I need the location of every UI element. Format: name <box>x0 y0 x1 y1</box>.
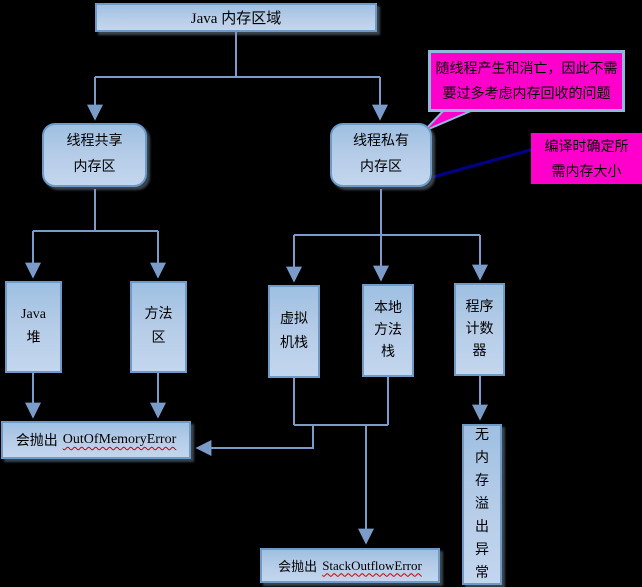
callout-text: 编译时确定所 需内存大小 <box>544 137 629 179</box>
node-java-memory-root: Java 内存区域 <box>95 3 377 32</box>
node-label: Java 堆 <box>21 307 46 346</box>
node-vm-stack: 虚拟 机栈 <box>268 285 320 378</box>
node-native-method-stack: 本地 方法 栈 <box>362 284 414 377</box>
node-label: 线程私有 内存区 <box>353 134 409 175</box>
error-prefix: 会抛出 <box>278 559 318 574</box>
error-name: OutOfMemoryError <box>62 432 177 447</box>
node-label: 虚拟 机栈 <box>280 311 308 351</box>
error-prefix: 会抛出 <box>15 434 58 449</box>
node-label: 程序 计数 器 <box>465 299 494 359</box>
node-label: 方法 区 <box>144 307 173 346</box>
node-stack-outflow-error: 会抛出 StackOutflowError <box>260 548 440 583</box>
callout-pointer-line <box>432 147 535 179</box>
node-label: Java 内存区域 <box>190 11 282 27</box>
node-label: 线程共享 内存区 <box>66 134 123 175</box>
node-java-heap: Java 堆 <box>5 281 62 373</box>
node-out-of-memory-error: 会抛出 OutOfMemoryError <box>1 421 191 459</box>
callout-thread-lifecycle-note: 随线程产生和消亡，因此不需 要过多考虑内存回收的问题 <box>428 50 625 112</box>
error-name: StackOutflowError <box>322 557 422 573</box>
callout-compile-time-note: 编译时确定所 需内存大小 <box>531 133 642 184</box>
node-thread-shared-area: 线程共享 内存区 <box>42 123 147 187</box>
node-pc-register: 程序 计数 器 <box>454 283 505 376</box>
node-label: 无 内 存 溢 出 异 常 <box>475 428 489 581</box>
node-no-memory-overflow: 无 内 存 溢 出 异 常 <box>462 424 502 585</box>
node-method-area: 方法 区 <box>130 281 187 373</box>
callout-text: 随线程产生和消亡，因此不需 要过多考虑内存回收的问题 <box>435 60 618 101</box>
node-label: 本地 方法 栈 <box>374 300 402 360</box>
node-thread-private-area: 线程私有 内存区 <box>330 123 432 187</box>
